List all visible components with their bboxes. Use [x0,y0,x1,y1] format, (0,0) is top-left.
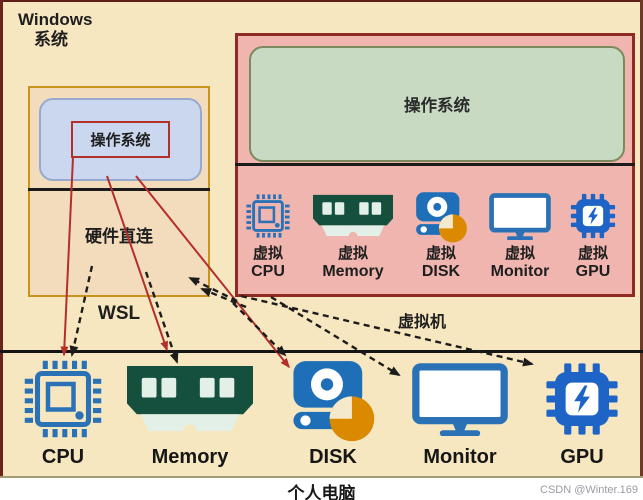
frame-left-edge [0,0,3,477]
virtual-disk-icon [401,186,481,246]
cpu-icon [8,354,118,444]
disk-label: DISK [309,446,357,468]
dashed-arrow-vm-to-disk [232,302,287,357]
memory-icon [125,354,255,444]
hardware-gpu-item: GPU [520,354,643,469]
vm-os-box: 操作系统 [249,46,625,162]
hardware-memory-item: Memory [125,354,255,469]
memory-label: Memory [151,446,229,468]
virtual-gpu-icon [555,186,631,246]
windows-title-line2: 系统 [34,30,68,50]
bottom-strip: 个人电脑 CSDN @Winter.169 [0,477,643,500]
wsl-box-divider [28,188,210,191]
virtual-monitor-label-line2: Monitor [490,262,550,280]
wsl-os-box: 操作系统 [39,98,202,181]
windows-title-line1: Windows [18,10,93,29]
personal-computer-caption: 个人电脑 [287,483,356,500]
wsl-caption: WSL [97,303,141,324]
virtual-cpu-icon [231,186,305,246]
cpu-label: CPU [41,446,85,468]
hardware-zone-top-line [0,350,643,353]
windows-system-title: Windows 系统 [18,10,92,50]
vm-os-label: 操作系统 [404,97,470,115]
virtual-disk-label-line1: 虚拟 [425,245,456,262]
hardware-monitor-item: Monitor [398,354,522,469]
virtual-disk-label-line2: DISK [421,262,461,280]
wsl-os-label: 操作系统 [71,121,170,158]
virtual-cpu-label-line1: 虚拟 [252,245,283,262]
virtual-memory-icon [313,186,393,246]
hardware-cpu-item: CPU [8,354,118,469]
hardware-disk-item: DISK [272,354,394,469]
hardware-zone-bottom-line [0,476,643,478]
virtual-gpu-label-line1: 虚拟 [577,245,608,262]
frame-top-edge [0,0,643,2]
gpu-icon [520,354,643,444]
gpu-label: GPU [560,446,604,468]
monitor-icon [398,354,522,444]
virtual-memory-label-line1: 虚拟 [337,245,368,262]
frame-right-edge [640,0,643,477]
wsl-box: 操作系统 [28,86,210,297]
vm-caption: 虚拟机 [398,314,447,331]
virtual-memory-label-line2: Memory [322,262,384,280]
virtual-gpu-label-line2: GPU [575,262,611,280]
vm-box-divider [235,163,635,166]
virtual-monitor-icon [480,186,560,246]
monitor-label: Monitor [423,446,497,468]
direct-hardware-label: 硬件直连 [85,227,153,246]
disk-icon [272,354,394,444]
csdn-watermark: CSDN @Winter.169 [540,483,638,496]
virtual-monitor-label-line1: 虚拟 [504,245,535,262]
virtual-cpu-label-line2: CPU [251,262,285,280]
